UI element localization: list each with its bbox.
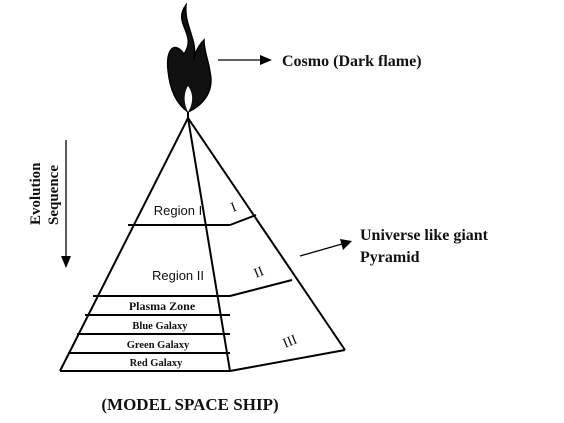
universe-arrow <box>299 239 352 257</box>
side-face-3-label: III <box>281 332 300 351</box>
front-dividers <box>68 224 230 354</box>
region-2-label: Region II <box>152 268 204 283</box>
cosmo-arrow <box>218 55 272 65</box>
cosmo-label: Cosmo (Dark flame) <box>282 53 422 70</box>
evolution-label: Evolution <box>28 162 44 225</box>
caption: (MODEL SPACE SHIP) <box>101 395 278 414</box>
side-dividers <box>229 214 293 297</box>
pyramid-front-face <box>59 117 231 372</box>
side-divider-2 <box>229 279 293 297</box>
green-galaxy-label: Green Galaxy <box>127 340 190 351</box>
side-face-2-label: II <box>252 264 267 282</box>
plasma-zone-label: Plasma Zone <box>129 299 196 313</box>
pyramid-side-face <box>187 117 346 372</box>
evolution-arrow <box>61 140 71 268</box>
dark-flame-icon <box>166 2 212 120</box>
blue-galaxy-label: Blue Galaxy <box>132 321 188 332</box>
region-1-label: Region I <box>154 203 202 218</box>
side-divider-1 <box>229 214 257 226</box>
universe-label-line1: Universe like giant <box>360 227 489 244</box>
red-galaxy-label: Red Galaxy <box>130 358 184 369</box>
side-face-1-label: I <box>229 200 239 216</box>
sequence-label: Sequence <box>46 165 62 225</box>
universe-label-line2: Pyramid <box>360 249 420 266</box>
